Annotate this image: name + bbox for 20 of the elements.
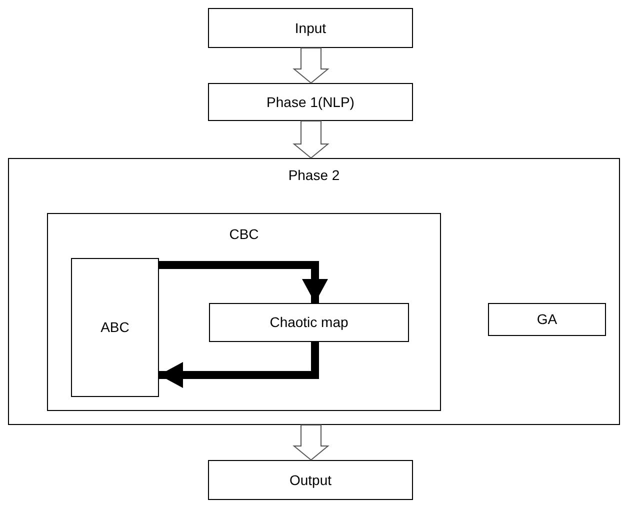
process-box — [208, 8, 413, 48]
box-label: Phase 1(NLP) — [266, 94, 354, 110]
process-box — [208, 83, 413, 121]
box-label: Output — [289, 472, 332, 488]
box-label: Input — [294, 20, 326, 36]
process-box — [209, 303, 409, 342]
block-arrow — [292, 120, 330, 159]
process-box — [71, 258, 159, 397]
process-box — [488, 303, 606, 336]
box-label: CBC — [229, 226, 259, 243]
process-box — [8, 158, 620, 425]
block-arrow — [292, 48, 330, 84]
arrow — [159, 261, 328, 303]
process-box — [47, 213, 441, 411]
box-label: Chaotic map — [270, 314, 348, 331]
box-label: ABC — [100, 319, 130, 336]
box-label: Phase 2 — [288, 167, 340, 184]
block-arrow — [292, 424, 330, 461]
box-label: GA — [536, 311, 558, 328]
process-box — [208, 460, 413, 500]
